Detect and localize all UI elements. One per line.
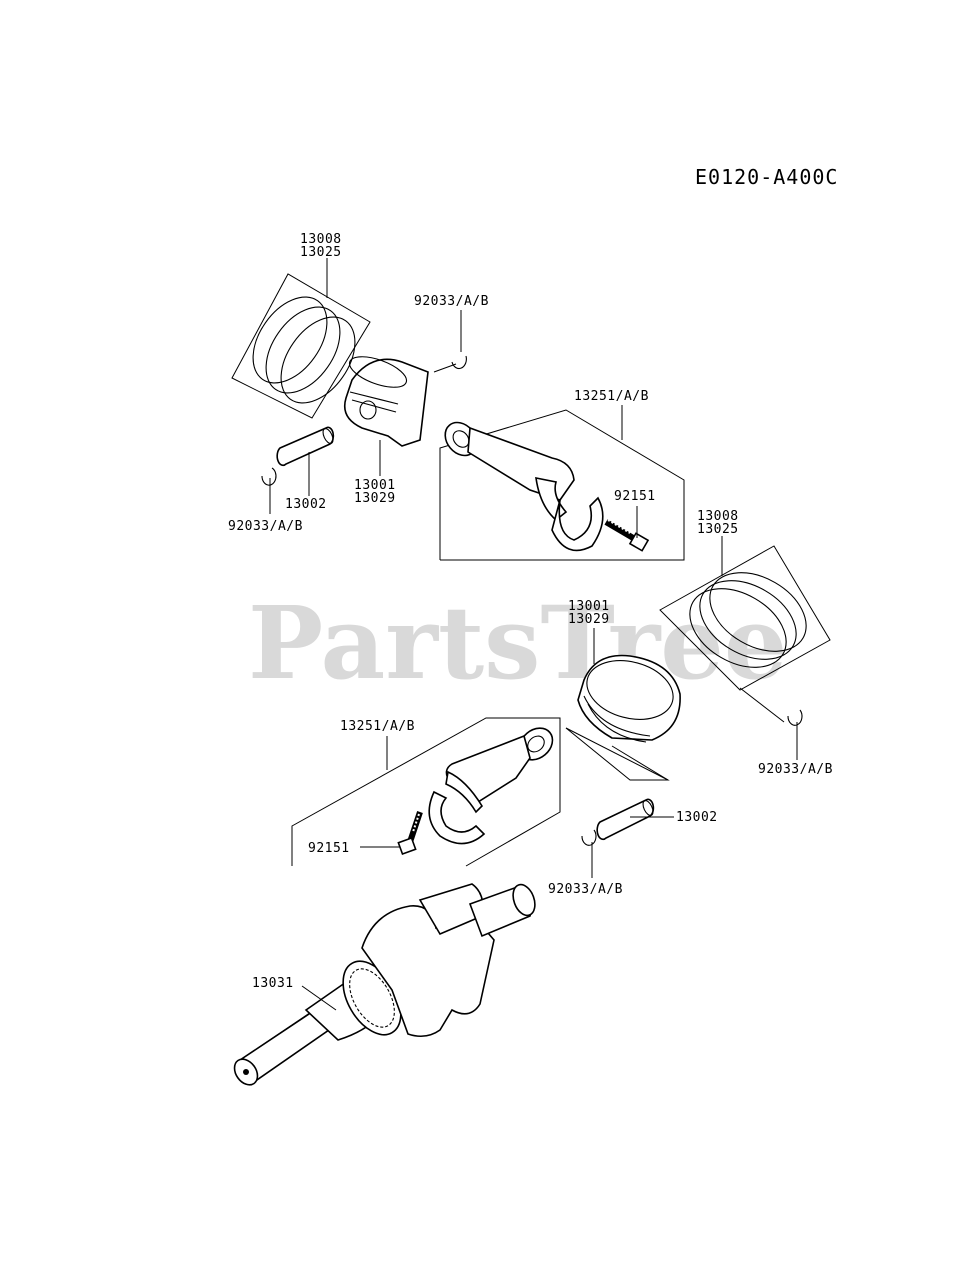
bolt-top-thread [607,519,631,534]
piston-ring-right-3 [709,572,807,652]
label-bolt-top: 92151 [614,489,656,504]
piston-rings-right-frame [659,545,831,691]
label-rings-right-2: 13025 [697,522,739,537]
circlip-top-left-shape [261,467,277,486]
label-piston-right-2: 13029 [568,612,610,627]
conrod-bottom-big-end [445,770,484,814]
piston-rings-top-frame [231,273,371,419]
piston-top-body [343,358,429,447]
bolt-bottom[interactable] [397,811,423,856]
crankshaft-rear-end [512,883,536,917]
circlip-bottom-shape [581,829,597,846]
label-clip-top-right: 92033/A/B [414,294,489,309]
label-bolt-bottom: 92151 [308,841,350,856]
leader-crankshaft [301,985,337,1011]
piston-right-group-frame [565,727,670,781]
label-piston-right-1: 13001 [568,599,610,614]
crankshaft-gear-teeth [349,968,395,1028]
piston-ring-1 [252,296,328,384]
piston-rings-top-group[interactable] [231,273,371,419]
conrod-top[interactable] [439,416,604,552]
bolt-bottom-thread [412,813,420,833]
bolt-bottom-head [397,836,417,856]
circlip-right[interactable] [787,709,803,726]
label-conrod-top[interactable]: 13251/A/B [574,389,649,404]
conrod-bottom[interactable] [428,722,559,845]
label-pin-bottom: 13002 [676,810,718,825]
piston-rings-right-group[interactable] [676,557,820,684]
leader-clip-top-right-2 [433,363,457,373]
label-piston-top-2: 13029 [354,491,396,506]
conrod-top-small-bore [452,430,470,448]
piston-pin-top-shape [276,426,335,467]
piston-pin-top-end [322,428,334,444]
circlip-top-left[interactable] [261,467,277,486]
bolt-top[interactable] [604,519,650,552]
bolt-top-head [628,532,650,552]
piston-pin-bottom-end [642,800,654,816]
crankshaft-webs [361,905,495,1038]
piston-top[interactable] [343,350,429,447]
label-clip-bottom: 92033/A/B [548,882,623,897]
piston-right[interactable] [577,652,681,743]
diagram-code: E0120-A400C [695,165,838,189]
watermark-text: PartsTree [248,584,788,702]
label-rings-top-2: 13025 [300,245,342,260]
piston-right-body [577,654,681,741]
circlip-top-right[interactable] [451,355,467,370]
label-rings-right-1: 13008 [697,509,739,524]
conrod-bottom-frame [291,717,561,867]
piston-top-pin-bore [359,400,377,420]
label-rings-top-1: 13008 [300,232,342,247]
piston-ring-2 [265,306,341,394]
piston-top-ring-groove-2 [351,399,397,413]
label-clip-right: 92033/A/B [758,762,833,777]
circlip-top-right-shape [451,355,467,370]
label-conrod-bottom[interactable]: 13251/A/B [340,719,415,734]
piston-right-groove-1 [583,695,651,737]
conrod-top-frame [439,409,685,561]
piston-ring-right-2 [699,580,797,660]
piston-ring-3 [280,316,356,404]
piston-pin-top[interactable] [276,426,335,467]
crankshaft-shaft-center [243,1069,249,1075]
leader-clip-right-guide [739,687,785,723]
conrod-top-cap [551,496,604,552]
piston-top-crown [348,356,408,388]
label-pin-top: 13002 [285,497,327,512]
conrod-top-beam [467,426,575,501]
piston-right-group-guide [565,727,669,781]
label-piston-top-1: 13001 [354,478,396,493]
circlip-right-shape [787,709,803,726]
label-clip-top-left: 92033/A/B [228,519,303,534]
conrod-bottom-small-bore [527,735,545,753]
circlip-bottom[interactable] [581,829,597,846]
piston-right-groove-2 [587,703,647,743]
piston-ring-right-1 [689,588,787,668]
label-crankshaft: 13031 [252,976,294,991]
piston-pin-bottom[interactable] [596,798,655,841]
piston-right-crown [586,660,674,720]
piston-pin-bottom-shape [596,798,655,841]
piston-top-ring-groove-1 [349,391,399,405]
crankshaft[interactable] [230,882,539,1090]
conrod-bottom-cap [428,790,486,845]
